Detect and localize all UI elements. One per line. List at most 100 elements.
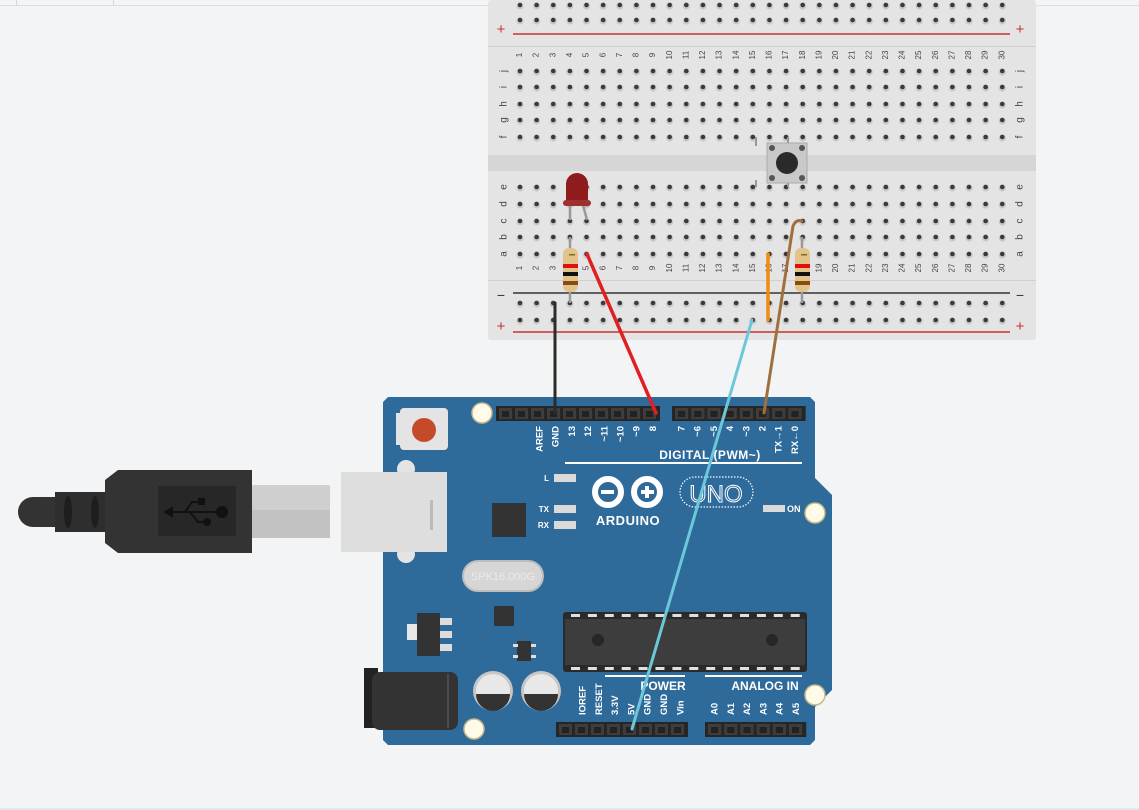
header-socket — [674, 727, 681, 733]
pin-label: IOREF — [578, 686, 589, 715]
breadboard-hole-center — [667, 117, 672, 123]
regulator-pin — [440, 631, 452, 638]
rail-plus-label: + — [1016, 21, 1025, 38]
breadboard-hole-center — [767, 234, 772, 240]
brown-wire[interactable] — [762, 219, 804, 415]
resistor-1[interactable] — [563, 237, 578, 303]
breadboard-hole-center — [750, 101, 756, 107]
chip-pin — [740, 614, 749, 617]
column-number: 13 — [715, 50, 724, 59]
chip-pin — [790, 614, 800, 617]
breadboard-hole-center — [767, 17, 772, 23]
transistor-pin — [531, 655, 536, 658]
column-number: 10 — [665, 50, 674, 59]
breadboard-hole-center — [534, 234, 539, 240]
breadboard-hole-center — [634, 234, 639, 240]
header-socket — [775, 727, 783, 733]
breadboard-hole-center — [883, 101, 889, 107]
chip-pin — [706, 614, 716, 617]
breadboard-hole-center — [817, 251, 822, 257]
breadboard-hole-center — [733, 251, 739, 257]
red-led[interactable] — [563, 173, 591, 221]
breadboard-hole-center — [517, 251, 523, 257]
digital-label: DIGITAL (PWM~) — [659, 448, 761, 462]
usb-cable[interactable] — [18, 470, 330, 553]
arduino-uno-board[interactable]: SPK16.000G — [341, 397, 832, 745]
chip-pin — [706, 667, 716, 670]
pushbutton-cap[interactable] — [776, 152, 798, 174]
column-number: 28 — [964, 263, 973, 272]
red-wire[interactable] — [585, 252, 658, 415]
breadboard-hole-center — [933, 218, 939, 224]
breadboard-hole-center — [700, 317, 706, 323]
breadboard-hole-center — [584, 101, 589, 107]
chip-pin — [655, 667, 665, 670]
breadboard-hole-center — [933, 300, 939, 306]
chip-pin — [571, 667, 580, 670]
chip-pin — [587, 614, 597, 617]
breadboard-hole-center — [700, 251, 706, 257]
breadboard-hole-center — [650, 101, 656, 107]
header-socket — [626, 727, 633, 733]
resistor-band-red — [563, 264, 578, 268]
breadboard-hole-center — [966, 117, 972, 123]
column-number: 27 — [947, 263, 956, 272]
breadboard-hole-center — [800, 84, 806, 90]
rail-plus-label: + — [497, 21, 506, 38]
breadboard-hole-center — [700, 201, 706, 207]
uno-badge — [679, 476, 754, 508]
breadboard-hole-center — [999, 68, 1005, 74]
row-letter: f — [499, 135, 510, 138]
breadboard-hole-center — [750, 2, 756, 8]
column-number: 8 — [632, 265, 641, 270]
breadboard-hole-center — [684, 317, 689, 323]
breadboard-hole-center — [717, 234, 722, 240]
row-letter: g — [1015, 117, 1026, 123]
breadboard-hole-center — [517, 134, 523, 140]
header-socket — [727, 727, 735, 733]
breadboard-hole-center — [717, 117, 722, 123]
breadboard-hole-center — [733, 184, 739, 190]
breadboard-hole-center — [584, 234, 589, 240]
header-socket — [582, 411, 589, 417]
arduino-infinity-logo — [592, 476, 663, 508]
atmega-pins — [571, 614, 800, 670]
breadboard-hole-center — [850, 2, 855, 8]
breadboard-hole-center — [650, 218, 656, 224]
breadboard-hole-center — [650, 17, 656, 23]
breadboard-hole-center — [833, 251, 839, 257]
breadboard-hole-center — [817, 17, 822, 23]
breadboard-hole-center — [600, 117, 606, 123]
breadboard-hole-center — [534, 101, 539, 107]
breadboard-hole-center — [800, 68, 806, 74]
breadboard-hole-center — [534, 134, 539, 140]
breadboard-hole-center — [999, 201, 1005, 207]
breadboard-hole-center — [933, 84, 939, 90]
header-socket — [710, 411, 718, 417]
column-number: 20 — [831, 50, 840, 59]
cyan-wire[interactable] — [630, 318, 754, 731]
breadboard-hole-center — [600, 17, 606, 23]
breadboard-hole-center — [999, 317, 1005, 323]
pushbutton[interactable] — [755, 137, 808, 187]
resistor-2[interactable] — [795, 237, 810, 303]
breadboard-hole-center — [584, 84, 589, 90]
row-letter: f — [1015, 135, 1026, 138]
column-number: 16 — [765, 50, 774, 59]
resistor-band-brown — [563, 281, 578, 285]
breadboard-hole-center — [850, 84, 855, 90]
breadboard-hole-center — [767, 68, 772, 74]
header-socket — [759, 727, 767, 733]
usb-port-detail — [430, 500, 433, 530]
breadboard-hole-center — [617, 84, 623, 90]
pin-label: ~9 — [632, 426, 643, 437]
breadboard-hole-center — [634, 101, 639, 107]
breadboard-hole-center — [617, 117, 623, 123]
breadboard-hole-center — [567, 101, 573, 107]
breadboard-hole-center — [550, 117, 556, 123]
reset-button-cap[interactable] — [412, 418, 436, 442]
mounting-hole — [463, 718, 485, 740]
